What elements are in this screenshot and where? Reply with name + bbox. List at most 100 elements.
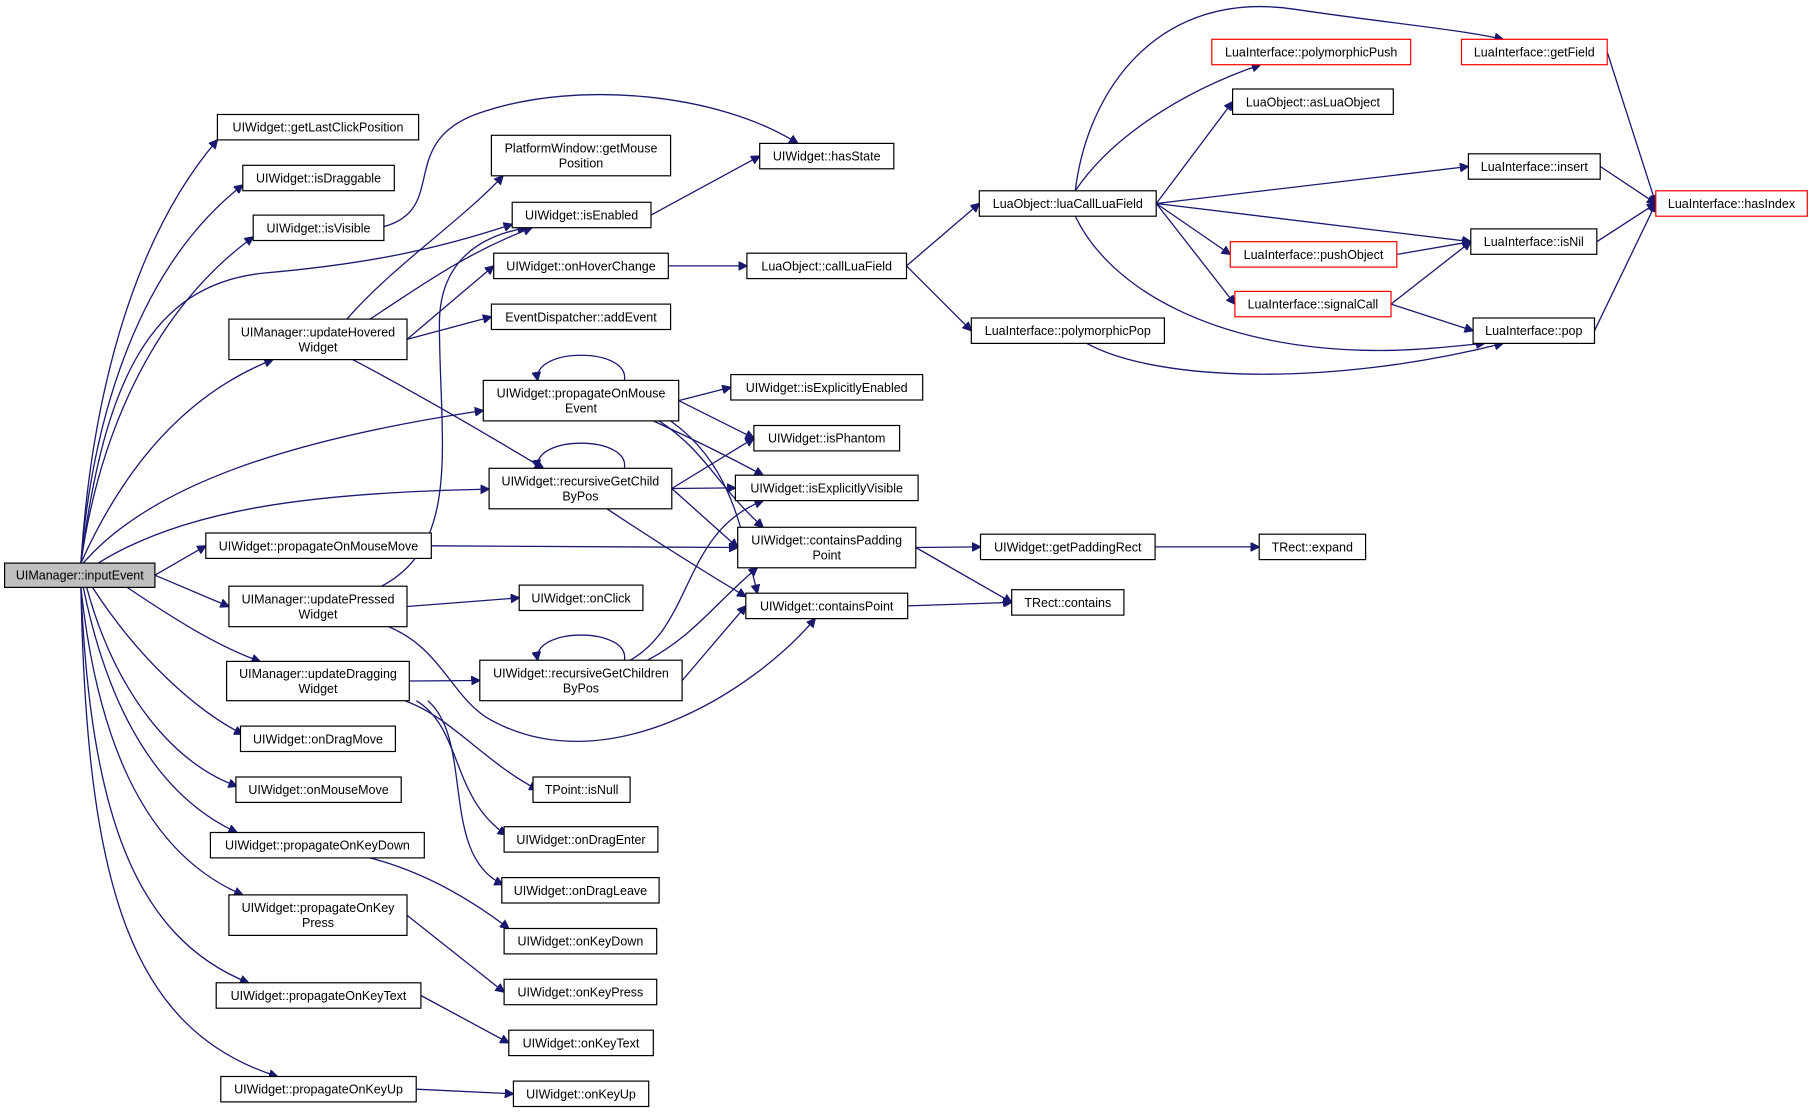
node-label: UIWidget::onKeyPress <box>518 986 644 1000</box>
node-luaCallLuaField[interactable]: LuaObject::luaCallLuaField <box>978 190 1157 217</box>
edge-recursiveGetChildByPos-to-isExplicitlyVisible <box>671 488 736 489</box>
node-isNull[interactable]: TPoint::isNull <box>532 776 631 803</box>
node-containsPoint[interactable]: UIWidget::containsPoint <box>745 592 909 620</box>
node-label: UIWidget::onKeyUp <box>526 1087 636 1101</box>
node-polymorphicPush[interactable]: LuaInterface::polymorphicPush <box>1211 38 1412 66</box>
node-onDragMove[interactable]: UIWidget::onDragMove <box>239 725 396 753</box>
node-box <box>512 1080 650 1108</box>
node-isExplicitlyVisible[interactable]: UIWidget::isExplicitlyVisible <box>734 474 919 502</box>
node-box <box>228 894 408 937</box>
node-box <box>503 826 659 853</box>
node-label: LuaObject::asLuaObject <box>1246 95 1381 109</box>
edge-updatePressedWidget-to-onClick <box>406 598 519 608</box>
node-label: LuaInterface::getField <box>1474 46 1595 60</box>
node-label: TRect::expand <box>1272 540 1353 554</box>
node-label: ByPos <box>562 490 598 504</box>
node-box <box>479 659 683 702</box>
node-label: UIWidget::isDraggable <box>256 172 381 186</box>
node-onKeyPress[interactable]: UIWidget::onKeyPress <box>503 978 658 1006</box>
node-onKeyDown[interactable]: UIWidget::onKeyDown <box>503 927 658 955</box>
node-propagateOnKeyText[interactable]: UIWidget::propagateOnKeyText <box>215 982 422 1009</box>
node-label: UIWidget::onDragLeave <box>514 884 647 898</box>
node-box <box>1470 228 1598 255</box>
node-isExplicitlyEnabled[interactable]: UIWidget::isExplicitlyEnabled <box>730 374 924 401</box>
edge-inputEvent-to-onDragMove <box>91 587 243 734</box>
node-onHoverChange[interactable]: UIWidget::onHoverChange <box>493 252 669 280</box>
node-pop[interactable]: LuaInterface::pop <box>1472 317 1596 344</box>
node-onKeyUp[interactable]: UIWidget::onKeyUp <box>512 1080 650 1108</box>
node-box <box>734 474 919 502</box>
node-isEnabled[interactable]: UIWidget::isEnabled <box>511 201 652 229</box>
node-box <box>730 374 924 401</box>
node-callLuaField[interactable]: LuaObject::callLuaField <box>746 252 908 280</box>
node-label: EventDispatcher::addEvent <box>505 310 657 324</box>
edge-insert-to-hasIndex <box>1599 165 1656 204</box>
node-hasIndex[interactable]: LuaInterface::hasIndex <box>1655 190 1808 217</box>
node-onDragLeave[interactable]: UIWidget::onDragLeave <box>501 876 660 904</box>
node-onClick[interactable]: UIWidget::onClick <box>518 584 644 612</box>
node-propagateOnMouseMove[interactable]: UIWidget::propagateOnMouseMove <box>205 532 432 559</box>
node-contains[interactable]: TRect::contains <box>1011 589 1125 616</box>
edge-polymorphicPop-to-pop <box>1086 343 1503 375</box>
node-box <box>205 532 432 559</box>
node-box <box>1467 153 1601 180</box>
node-getPaddingRect[interactable]: UIWidget::getPaddingRect <box>979 533 1156 561</box>
node-box <box>503 978 658 1006</box>
node-signalCall[interactable]: LuaInterface::signalCall <box>1234 290 1392 318</box>
node-box <box>493 252 669 280</box>
edge-inputEvent-to-propagateOnKeyUp <box>80 587 278 1076</box>
node-getField[interactable]: LuaInterface::getField <box>1460 38 1608 66</box>
node-hasState[interactable]: UIWidget::hasState <box>759 142 895 170</box>
node-inputEvent[interactable]: UIManager::inputEvent <box>3 562 156 588</box>
node-isNil[interactable]: LuaInterface::isNil <box>1470 228 1598 255</box>
node-onMouseMove[interactable]: UIWidget::onMouseMove <box>235 776 402 803</box>
node-label: Widget <box>299 340 338 354</box>
edge-updateHoveredWidget-to-isEnabled <box>369 228 532 320</box>
node-box <box>978 190 1157 217</box>
node-box <box>737 526 917 569</box>
edge-luaCallLuaField-to-asLuaObject <box>1155 102 1232 204</box>
node-insert[interactable]: LuaInterface::insert <box>1467 153 1601 180</box>
node-box <box>503 927 658 955</box>
node-label: LuaObject::luaCallLuaField <box>993 197 1143 211</box>
node-box <box>482 379 680 422</box>
node-box <box>1229 241 1398 268</box>
node-label: TPoint::isNull <box>545 783 619 797</box>
node-propagateOnKeyUp[interactable]: UIWidget::propagateOnKeyUp <box>220 1075 417 1103</box>
node-onKeyText[interactable]: UIWidget::onKeyText <box>508 1029 654 1057</box>
node-box <box>746 252 908 280</box>
edge-recursiveGetChildByPos-to-recursiveGetChildByPos <box>537 442 626 468</box>
node-isDraggable[interactable]: UIWidget::isDraggable <box>242 164 395 192</box>
node-addEvent[interactable]: EventDispatcher::addEvent <box>490 303 672 331</box>
edge-recursiveGetChildrenByPos-to-recursiveGetChildrenByPos <box>537 634 626 660</box>
node-label: UIWidget::recursiveGetChild <box>502 475 660 489</box>
edge-inputEvent-to-propagateOnKeyDown <box>82 587 237 832</box>
node-label: PlatformWindow::getMouse <box>505 142 658 156</box>
node-getLastClickPosition[interactable]: UIWidget::getLastClickPosition <box>216 113 420 141</box>
node-asLuaObject[interactable]: LuaObject::asLuaObject <box>1231 88 1394 115</box>
node-label: UIWidget::onDragMove <box>253 732 383 746</box>
edge-pushObject-to-isNil <box>1396 242 1471 256</box>
edge-inputEvent-to-onMouseMove <box>86 587 237 786</box>
node-label: Widget <box>299 608 338 622</box>
node-isVisible[interactable]: UIWidget::isVisible <box>252 214 385 242</box>
node-expand[interactable]: TRect::expand <box>1258 533 1367 561</box>
node-propagateOnKeyDown[interactable]: UIWidget::propagateOnKeyDown <box>209 831 425 859</box>
node-isPhantom[interactable]: UIWidget::isPhantom <box>753 424 901 452</box>
node-onDragEnter[interactable]: UIWidget::onDragEnter <box>503 826 659 853</box>
node-label: UIManager::inputEvent <box>16 569 144 583</box>
edge-luaCallLuaField-to-getField <box>1074 5 1503 191</box>
node-polymorphicPop[interactable]: LuaInterface::polymorphicPop <box>970 317 1165 344</box>
node-pushObject[interactable]: LuaInterface::pushObject <box>1229 241 1398 268</box>
edge-propagateOnKeyPress-to-onKeyPress <box>406 914 504 992</box>
